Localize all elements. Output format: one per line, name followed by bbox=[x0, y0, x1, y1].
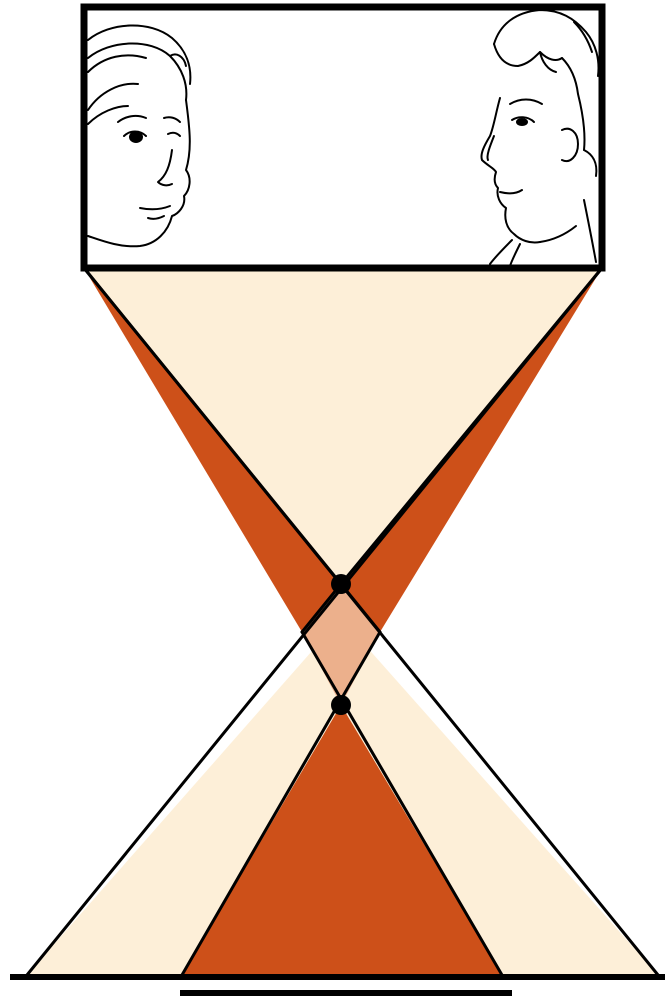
focal-point-lower bbox=[331, 695, 351, 715]
light-cone-upper bbox=[84, 268, 602, 618]
focal-point-upper bbox=[331, 574, 351, 594]
face-screen bbox=[84, 7, 602, 268]
